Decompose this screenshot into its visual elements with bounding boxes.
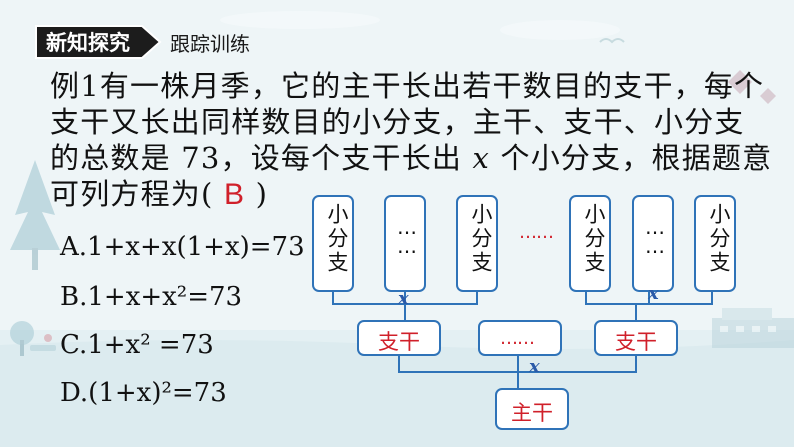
branch-box: 支干 bbox=[357, 320, 441, 356]
problem-variable: x bbox=[472, 141, 491, 175]
answer-letter: B bbox=[223, 178, 246, 211]
problem-line-2: 支干又长出同样数目的小分支，主干、支干、小分支 bbox=[50, 105, 745, 139]
small-branch-label: 小分支 bbox=[325, 203, 349, 275]
branch-label: 支干 bbox=[378, 330, 420, 354]
badge-shape bbox=[35, 25, 162, 59]
problem-line-4-start: 可列方程为( bbox=[50, 177, 224, 211]
problem-line-3-start: 的总数是 73，设每个支干长出 bbox=[50, 141, 473, 175]
variable-label-left: x bbox=[398, 288, 409, 309]
small-branch-label: 小分支 bbox=[707, 203, 731, 275]
problem-line-1: 例1有一株月季，它的主干长出若干数目的支干，每个 bbox=[50, 69, 765, 103]
small-branch-box: 小分支 bbox=[569, 195, 611, 292]
option-a: A.1+x+x(1+x)=73 bbox=[60, 232, 305, 262]
option-d: D.(1+x)²=73 bbox=[60, 378, 227, 408]
variable-label-right: x bbox=[648, 283, 659, 304]
problem-line-3-end: 个小分支，根据题意 bbox=[490, 141, 773, 175]
kite-illustration bbox=[599, 38, 776, 104]
badge-label: 新知探究 bbox=[46, 31, 130, 55]
branch-ellipsis: …… bbox=[500, 328, 535, 349]
tree-illustration bbox=[10, 160, 60, 270]
problem-line-3: 的总数是 73，设每个支干长出 x 个小分支，根据题意 bbox=[50, 140, 790, 176]
section-badge: 新知探究 bbox=[34, 24, 162, 60]
branch-ellipsis-box: …… bbox=[478, 320, 562, 356]
branch-box: 支干 bbox=[594, 320, 678, 356]
vertical-ellipsis: …… bbox=[395, 215, 419, 253]
problem-text: 例1有一株月季，它的主干长出若干数目的支干，每个 支干又长出同样数目的小分支，主… bbox=[50, 68, 790, 213]
option-b: B.1+x+x²=73 bbox=[60, 282, 243, 312]
branch-label: 支干 bbox=[615, 330, 657, 354]
small-branch-ellipsis-box: …… bbox=[632, 195, 674, 292]
problem-line-4-end: ) bbox=[245, 177, 269, 211]
vertical-ellipsis: …… bbox=[643, 215, 667, 253]
option-c: C.1+x² =73 bbox=[60, 330, 214, 360]
small-branch-ellipsis-box: …… bbox=[384, 195, 426, 292]
building-illustration bbox=[712, 308, 794, 348]
diagram-connectors bbox=[332, 292, 713, 388]
trunk-label: 主干 bbox=[511, 401, 553, 425]
trunk-box: 主干 bbox=[495, 388, 569, 430]
small-branch-box: 小分支 bbox=[456, 195, 498, 292]
problem-line-4: 可列方程为( B ) bbox=[50, 176, 790, 213]
section-label: 跟踪训练 bbox=[170, 32, 250, 56]
group-ellipsis: …… bbox=[519, 222, 554, 243]
bench-illustration bbox=[10, 321, 56, 356]
small-branch-box: 小分支 bbox=[694, 195, 736, 292]
small-branch-label: 小分支 bbox=[469, 203, 493, 275]
small-branch-label: 小分支 bbox=[582, 203, 606, 275]
variable-label-trunk: x bbox=[529, 356, 540, 377]
small-branch-box: 小分支 bbox=[312, 195, 354, 292]
